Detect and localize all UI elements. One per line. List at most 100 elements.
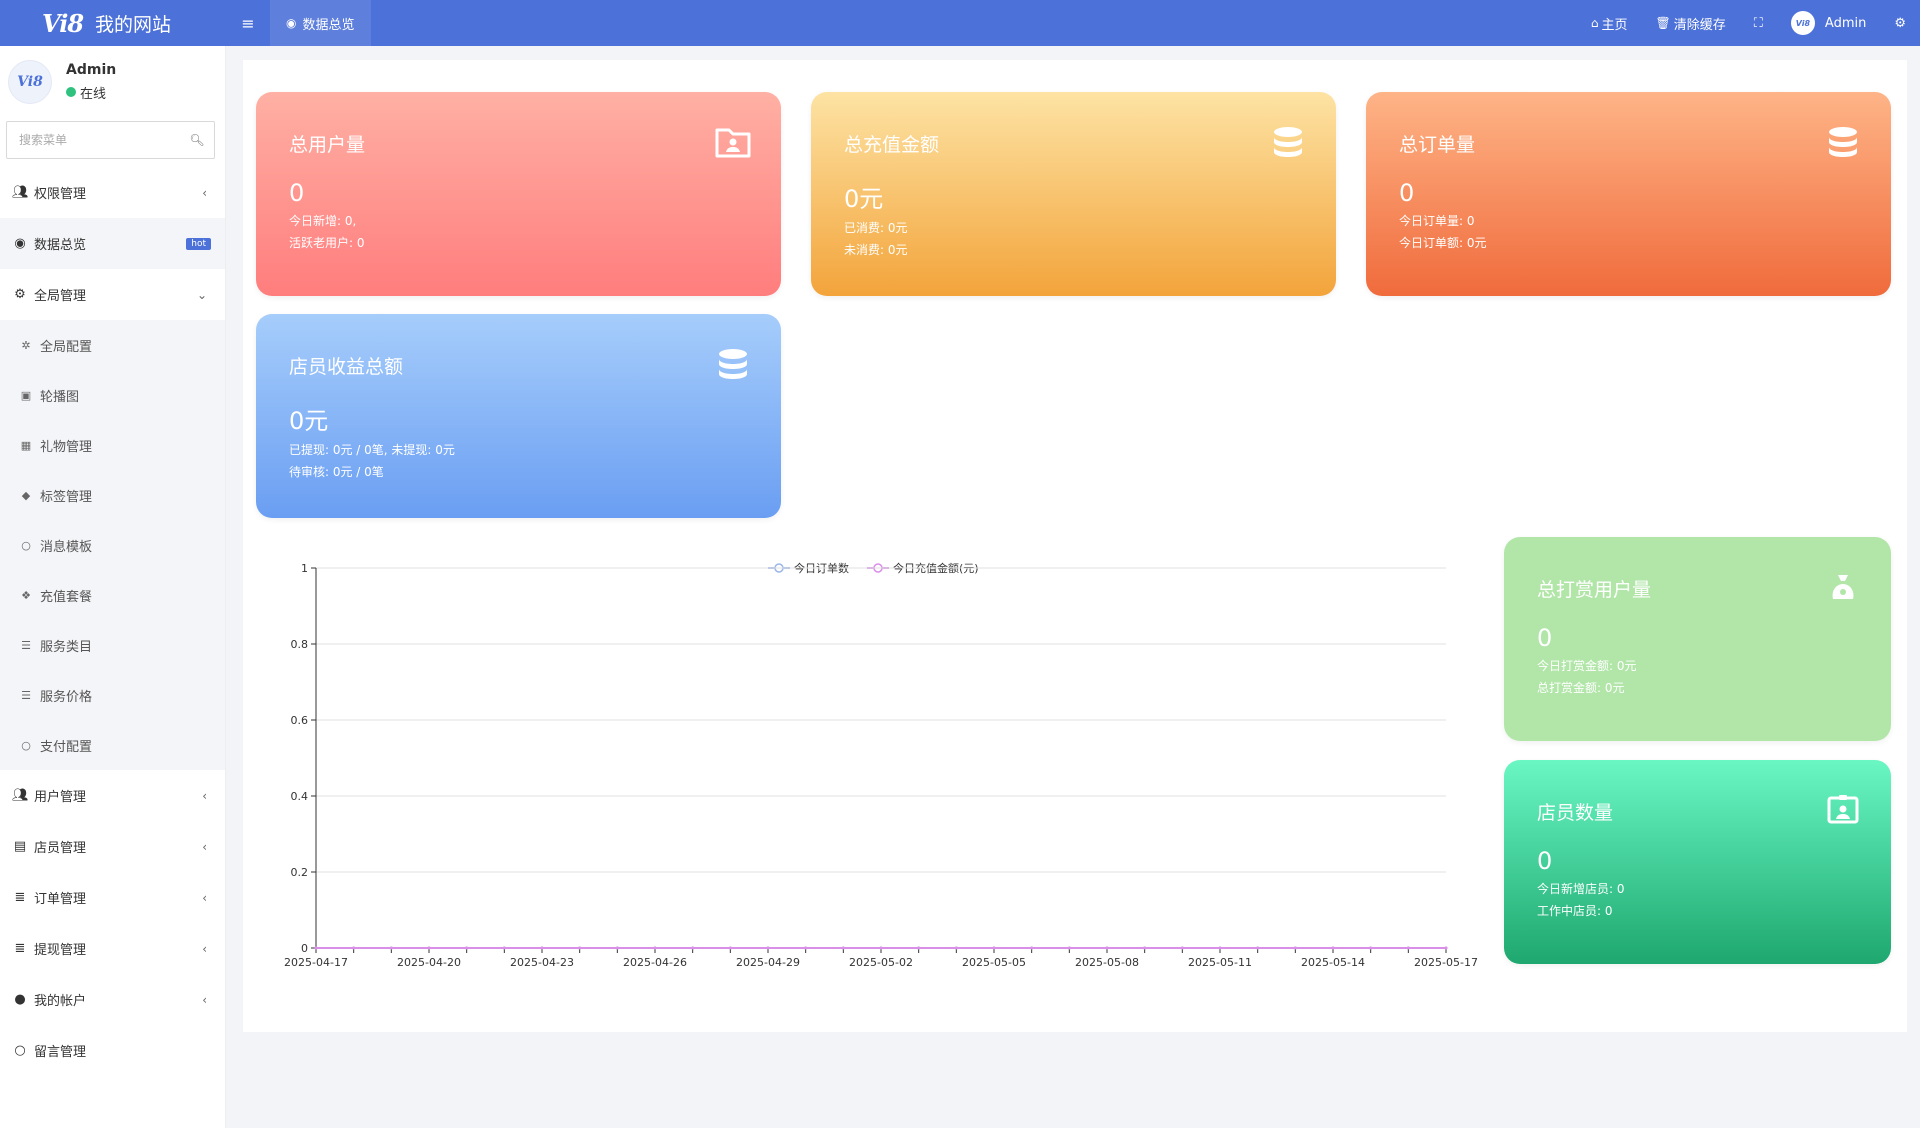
user-menu[interactable]: Vi8 Admin	[1777, 11, 1880, 35]
tab-dashboard[interactable]: ◉ 数据总览	[270, 0, 371, 46]
sidebar-item-message[interactable]: ○消息模板	[0, 520, 225, 570]
sidebar-item-label: 轮播图	[40, 389, 80, 405]
clear-cache-label: 清除缓存	[1673, 17, 1726, 33]
sidebar-item-category[interactable]: ☰服务类目	[0, 620, 225, 670]
sidebar-item-permission[interactable]: 👥︎权限管理‹	[0, 167, 225, 218]
card-staff-income: 店员收益总额 0元 已提现: 0元 / 0笔, 未提现: 0元 待审核: 0元 …	[256, 314, 781, 518]
card-line: 今日新增: 0,	[289, 214, 357, 228]
series-point	[1406, 946, 1410, 950]
card-staff-count: 店员数量 0 今日新增店员: 0 工作中店员: 0	[1504, 760, 1891, 964]
fullscreen-icon: ⛶	[1753, 15, 1763, 31]
chevron-left-icon: ‹	[202, 788, 207, 803]
circle-icon: ○	[21, 538, 31, 552]
sidebar-item-label: 全局配置	[40, 339, 93, 355]
database-icon: ≣	[14, 890, 26, 905]
card-value: 0	[289, 179, 305, 207]
series-point	[1143, 946, 1147, 950]
card-line: 总打赏金额: 0元	[1537, 681, 1625, 695]
chevron-down-icon: ⌄	[196, 287, 207, 302]
y-tick-label: 0.2	[291, 866, 309, 879]
card-total-orders: 总订单量 0 今日订单量: 0 今日订单额: 0元	[1366, 92, 1891, 296]
home-link[interactable]: ⌂主页	[1577, 14, 1642, 33]
menu-toggle-button[interactable]: ≡	[226, 14, 270, 33]
sidebar-item-config[interactable]: ✲全局配置	[0, 320, 225, 370]
sidebar-item-label: 留言管理	[34, 1045, 87, 1060]
series-point	[653, 946, 657, 950]
sidebar-item-tag[interactable]: ◆标签管理	[0, 470, 225, 520]
card-title: 总充值金额	[844, 134, 940, 156]
series-point	[728, 946, 732, 950]
card-line: 今日新增店员: 0	[1537, 882, 1625, 896]
folder-user-icon	[715, 128, 751, 158]
series-point	[389, 946, 393, 950]
y-tick-label: 1	[301, 562, 308, 575]
gift-icon: ▦	[20, 438, 32, 452]
card-title: 总用户量	[289, 134, 366, 156]
sidebar-item-staff[interactable]: ▤店员管理‹	[0, 821, 225, 872]
sidebar-user-name: Admin	[66, 61, 117, 78]
series-point	[502, 946, 506, 950]
card-line: 今日订单额: 0元	[1399, 236, 1487, 250]
card-line: 今日订单量: 0	[1399, 214, 1475, 228]
sidebar-item-label: 提现管理	[34, 943, 87, 958]
submenu-global: ✲全局配置 ▣ 轮播图 ▦礼物管理 ◆标签管理 ○消息模板 ❖充值套餐 ☰服务类目…	[0, 320, 225, 770]
chart-series	[314, 946, 1448, 950]
series-point	[804, 946, 808, 950]
series-point	[578, 946, 582, 950]
sidebar-item-message-board[interactable]: ○留言管理	[0, 1025, 225, 1076]
sidebar-item-label: 数据总览	[34, 238, 87, 253]
sidebar-item-order[interactable]: ≣订单管理‹	[0, 872, 225, 923]
series-point	[1030, 946, 1034, 950]
line-chart: 今日订单数今日充值金额(元) 00.20.40.60.81 2025-04-17…	[284, 561, 1478, 969]
card-line: 待审核: 0元 / 0笔	[289, 465, 384, 479]
cubes-icon: ❖	[21, 588, 31, 602]
sidebar-item-label: 服务价格	[40, 689, 93, 705]
search-input[interactable]	[7, 122, 180, 158]
card-total-recharge: 总充值金额 0元 已消费: 0元 未消费: 0元	[811, 92, 1336, 296]
sidebar-item-price[interactable]: ☰服务价格	[0, 670, 225, 720]
fullscreen-button[interactable]: ⛶	[1740, 16, 1777, 31]
series-point	[691, 946, 695, 950]
sidebar-item-label: 订单管理	[34, 892, 87, 907]
card-value: 0元	[289, 407, 329, 435]
sidebar-item-account[interactable]: ●我的帐户‹	[0, 974, 225, 1025]
sidebar-item-recharge[interactable]: ❖充值套餐	[0, 570, 225, 620]
avatar: Vi8	[1790, 11, 1815, 35]
sidebar-item-label: 权限管理	[34, 187, 87, 202]
sidebar-item-withdraw[interactable]: ≣提现管理‹	[0, 923, 225, 974]
x-tick-label: 2025-04-17	[284, 956, 348, 969]
sidebar-item-carousel[interactable]: ▣ 轮播图	[0, 370, 225, 420]
brand[interactable]: Vi8 我的网站	[0, 0, 226, 46]
card-line: 已提现: 0元 / 0笔, 未提现: 0元	[289, 443, 455, 457]
gears-icon: ⚙	[1894, 15, 1906, 31]
series-point	[465, 946, 469, 950]
status-dot-icon	[66, 87, 76, 97]
card-title: 总打赏用户量	[1537, 579, 1652, 601]
card-line: 已消费: 0元	[844, 221, 908, 235]
sidebar-item-global[interactable]: ⚙全局管理⌄	[0, 269, 225, 320]
sidebar-item-payment[interactable]: ○支付配置	[0, 720, 225, 770]
card-title: 总订单量	[1399, 134, 1476, 156]
series-point	[841, 946, 845, 950]
series-point	[1105, 946, 1109, 950]
image-icon: ▣	[20, 388, 32, 402]
database-icon: ≣	[14, 941, 26, 956]
clear-cache-link[interactable]: 🗑清除缓存	[1642, 14, 1740, 33]
card-line: 活跃老用户: 0	[289, 236, 365, 250]
sidebar-item-gift[interactable]: ▦礼物管理	[0, 420, 225, 470]
x-tick-label: 2025-05-14	[1301, 956, 1365, 969]
user-icon: ●	[14, 992, 26, 1007]
users-icon: 👥︎	[12, 788, 29, 803]
sidebar-item-user[interactable]: 👥︎用户管理‹	[0, 770, 225, 821]
sidebar-item-label: 我的帐户	[34, 994, 87, 1009]
online-status: 在线	[66, 83, 116, 102]
search-icon[interactable]: 🔍︎	[189, 133, 205, 147]
top-navbar: Vi8 我的网站 ≡ ◉ 数据总览 ⌂主页 🗑清除缓存 ⛶ Vi8 Admin …	[0, 0, 1920, 46]
series-point	[992, 946, 996, 950]
tags-icon: ◆	[21, 488, 31, 502]
settings-button[interactable]: ⚙	[1880, 16, 1920, 31]
card-title: 店员收益总额	[289, 356, 404, 378]
database-icon	[719, 349, 747, 379]
